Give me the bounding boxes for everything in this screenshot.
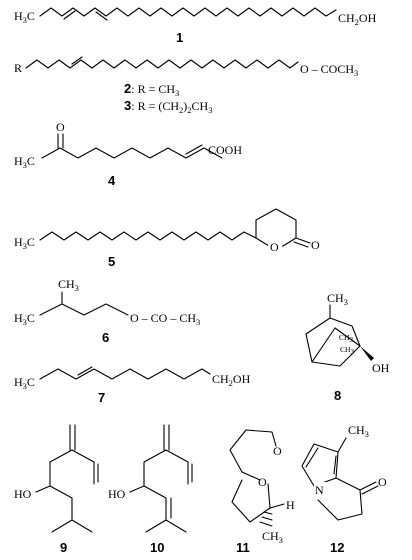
compound-6-number: 6 — [102, 330, 109, 345]
compound-2-3-double-bond — [71, 56, 83, 65]
compound-7-alcohol-label: CH2OH — [212, 372, 251, 388]
compound-8-top-methyl-label: CH3 — [327, 291, 348, 307]
compound-2-formula: 2: R = CH3 — [124, 81, 179, 98]
compound-8-hydroxyl-label: OH — [372, 361, 390, 375]
compound-10-number: 10 — [150, 540, 164, 555]
compound-11-methyl-label: CH3 — [262, 529, 283, 545]
compound-2-3: R O – COCH3 2: R = CH3 3: R = (CH2)2CH3 — [14, 56, 358, 115]
compound-4-methyl-label: H3C — [14, 154, 35, 170]
compound-5-methyl-label: H3C — [14, 235, 35, 251]
compound-10-isopropylidene — [165, 519, 187, 533]
compound-7: H3C CH2OH 7 — [14, 366, 251, 405]
compound-7-double-bond — [77, 366, 93, 376]
compound-5-chain — [39, 231, 257, 241]
compound-1-double-bond-b — [95, 11, 108, 21]
compound-7-methyl-label: H3C — [14, 375, 35, 391]
compound-4-ketone-o-label: O — [56, 120, 65, 134]
compound-12-carbonyl-a — [359, 481, 377, 491]
compound-1-alcohol-label: CH2OH — [338, 11, 377, 27]
compound-12-n-label: N — [315, 483, 324, 497]
compound-11-top-o-label: O — [273, 444, 282, 458]
compound-12: CH3 N O 12 — [301, 423, 387, 555]
compound-9-backbone — [49, 449, 73, 533]
compound-8-number: 8 — [334, 388, 341, 403]
compound-11: O O H CH3 11 — [229, 429, 295, 555]
compound-4-acid-label: COOH — [208, 143, 242, 157]
compound-1-double-bond-a — [63, 10, 76, 20]
compound-6-ester-label: O – CO – CH3 — [130, 311, 200, 327]
compound-4-double-bond — [185, 144, 203, 155]
compound-11-hash-a — [263, 511, 273, 515]
compound-4-number: 4 — [108, 173, 116, 188]
compound-10-backbone — [143, 449, 167, 533]
compound-5-ring-o-mask — [268, 240, 282, 252]
compound-4-chain — [41, 147, 223, 159]
compound-12-carbonyl-b — [361, 485, 379, 495]
compound-5-carbonyl — [295, 237, 311, 244]
compound-1-number: 1 — [176, 30, 183, 45]
compound-12-methyl-bond — [337, 437, 347, 453]
compound-1-methyl-label: H3C — [14, 9, 35, 25]
compound-10-ho-label: HO — [108, 487, 126, 501]
compound-6-top-methyl-label: CH3 — [58, 277, 79, 293]
compound-5-carbonyl-b — [293, 241, 309, 248]
compound-1: H3C CH2OH 1 — [14, 7, 377, 45]
compound-5-carbonyl-o-label: O — [311, 238, 320, 252]
compound-9-isopropyl — [71, 519, 93, 533]
compound-8-bridge-b — [334, 327, 361, 347]
compound-9-ho-bond — [35, 485, 51, 493]
compound-11-bottom-o-label: O — [258, 475, 267, 489]
compound-5-number: 5 — [108, 254, 115, 269]
compound-8-ring — [305, 317, 361, 367]
compound-9-number: 9 — [60, 540, 67, 555]
compound-11-number: 11 — [236, 540, 250, 555]
compound-11-hash-b — [261, 516, 273, 521]
compound-3-formula: 3: R = (CH2)2CH3 — [124, 98, 212, 115]
compound-5: H3C O O 5 — [14, 208, 320, 269]
compound-12-n-mask — [314, 482, 326, 495]
compound-6-chain — [39, 303, 129, 316]
compound-12-pyrrole — [301, 443, 339, 487]
compound-11-spiro-bond — [241, 471, 261, 481]
compound-12-pyrrole-double-b — [333, 455, 337, 475]
compound-11-h-bond — [269, 503, 285, 509]
compound-12-number: 12 — [330, 540, 344, 555]
compound-5-ring-o-label: O — [270, 240, 279, 254]
compound-11-h-label: H — [286, 498, 295, 512]
compound-9-diene — [71, 449, 95, 485]
compound-2-3-chain — [25, 59, 299, 69]
compound-7-chain — [39, 368, 211, 380]
compound-11-ring-bottom — [231, 479, 271, 523]
compound-8-gem-methyl-a: CH3 — [339, 333, 353, 344]
compound-12-second-ring — [317, 477, 363, 521]
compound-8-bridge-a — [311, 327, 336, 363]
compound-10: HO 10 — [108, 424, 193, 555]
compound-8: CH3 CH3 CH3 OH 8 — [305, 291, 390, 403]
compound-8-gem-methyl-b: CH3 — [340, 345, 354, 356]
compound-2-3-r-label: R — [14, 61, 22, 75]
compound-12-o-label: O — [378, 475, 387, 489]
compound-2-3-ester-label: O – COCH3 — [300, 62, 358, 78]
compound-11-hash-c — [259, 521, 273, 527]
compound-8-wedge — [360, 346, 374, 361]
compound-4: O H3C COOH 4 — [14, 120, 242, 188]
compound-10-ho-bond — [129, 485, 145, 493]
compound-7-number: 7 — [98, 390, 105, 405]
compound-1-chain — [39, 7, 337, 17]
compound-9-ho-label: HO — [14, 487, 32, 501]
compound-9: HO 9 — [14, 424, 99, 555]
compound-11-ring-top — [229, 429, 277, 473]
compound-12-methyl-label: CH3 — [348, 423, 369, 439]
compound-6-methyl-label: H3C — [14, 311, 35, 327]
compound-12-pyrrole-double-a — [305, 447, 319, 468]
compound-6: CH3 H3C O – CO – CH3 6 — [14, 277, 200, 345]
compound-10-diene — [165, 449, 189, 485]
